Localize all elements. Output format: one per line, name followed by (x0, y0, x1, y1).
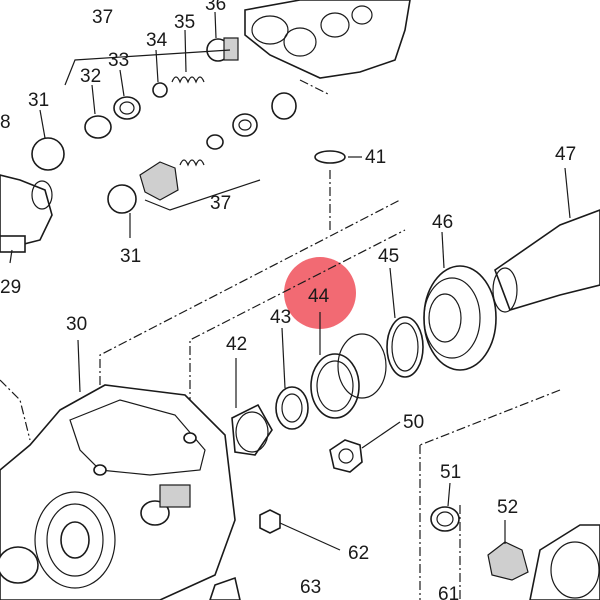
bracket-63 (209, 576, 241, 600)
ring-44 (310, 333, 387, 419)
pump-body (0, 384, 236, 600)
ring-43 (275, 386, 309, 430)
valve-parts-row-bottom (31, 92, 346, 214)
label-47: 47 (555, 144, 576, 165)
leader-lines (9, 11, 571, 551)
label-30: 30 (66, 314, 87, 335)
label-42: 42 (226, 334, 247, 355)
nut-62 (259, 509, 281, 534)
part-labels: 37 35 36 34 33 32 31 8 41 37 31 29 47 46… (0, 0, 576, 600)
label-41: 41 (365, 147, 386, 168)
ring-45 (386, 316, 424, 378)
label-44: 44 (308, 286, 330, 307)
label-61: 61 (438, 584, 459, 600)
ball-bearing-46 (423, 265, 497, 371)
needle-bearing-42 (231, 403, 273, 456)
label-29: 29 (0, 277, 21, 298)
label-63: 63 (300, 577, 321, 598)
plug-52 (487, 541, 529, 581)
left-fitting (0, 174, 53, 253)
label-32: 32 (80, 66, 101, 87)
valve-housing (244, 0, 411, 79)
highlight-marker (284, 257, 356, 329)
label-8: 8 (0, 112, 11, 133)
shaft-47 (492, 209, 600, 313)
label-50: 50 (403, 412, 424, 433)
label-34: 34 (146, 30, 168, 51)
label-46: 46 (432, 212, 453, 233)
label-52: 52 (497, 497, 518, 518)
label-35: 35 (174, 12, 195, 33)
label-43: 43 (270, 307, 291, 328)
nut-50 (329, 439, 363, 473)
ring-51 (430, 506, 460, 532)
label-36: 36 (205, 0, 226, 15)
label-45: 45 (378, 246, 399, 267)
label-31-top: 31 (28, 90, 49, 111)
label-62: 62 (348, 543, 369, 564)
right-housing (529, 524, 600, 600)
label-37-top: 37 (92, 7, 113, 28)
label-51: 51 (440, 462, 461, 483)
label-33: 33 (108, 50, 129, 71)
label-37-bottom: 37 (210, 193, 231, 214)
label-31-bottom: 31 (120, 246, 141, 267)
